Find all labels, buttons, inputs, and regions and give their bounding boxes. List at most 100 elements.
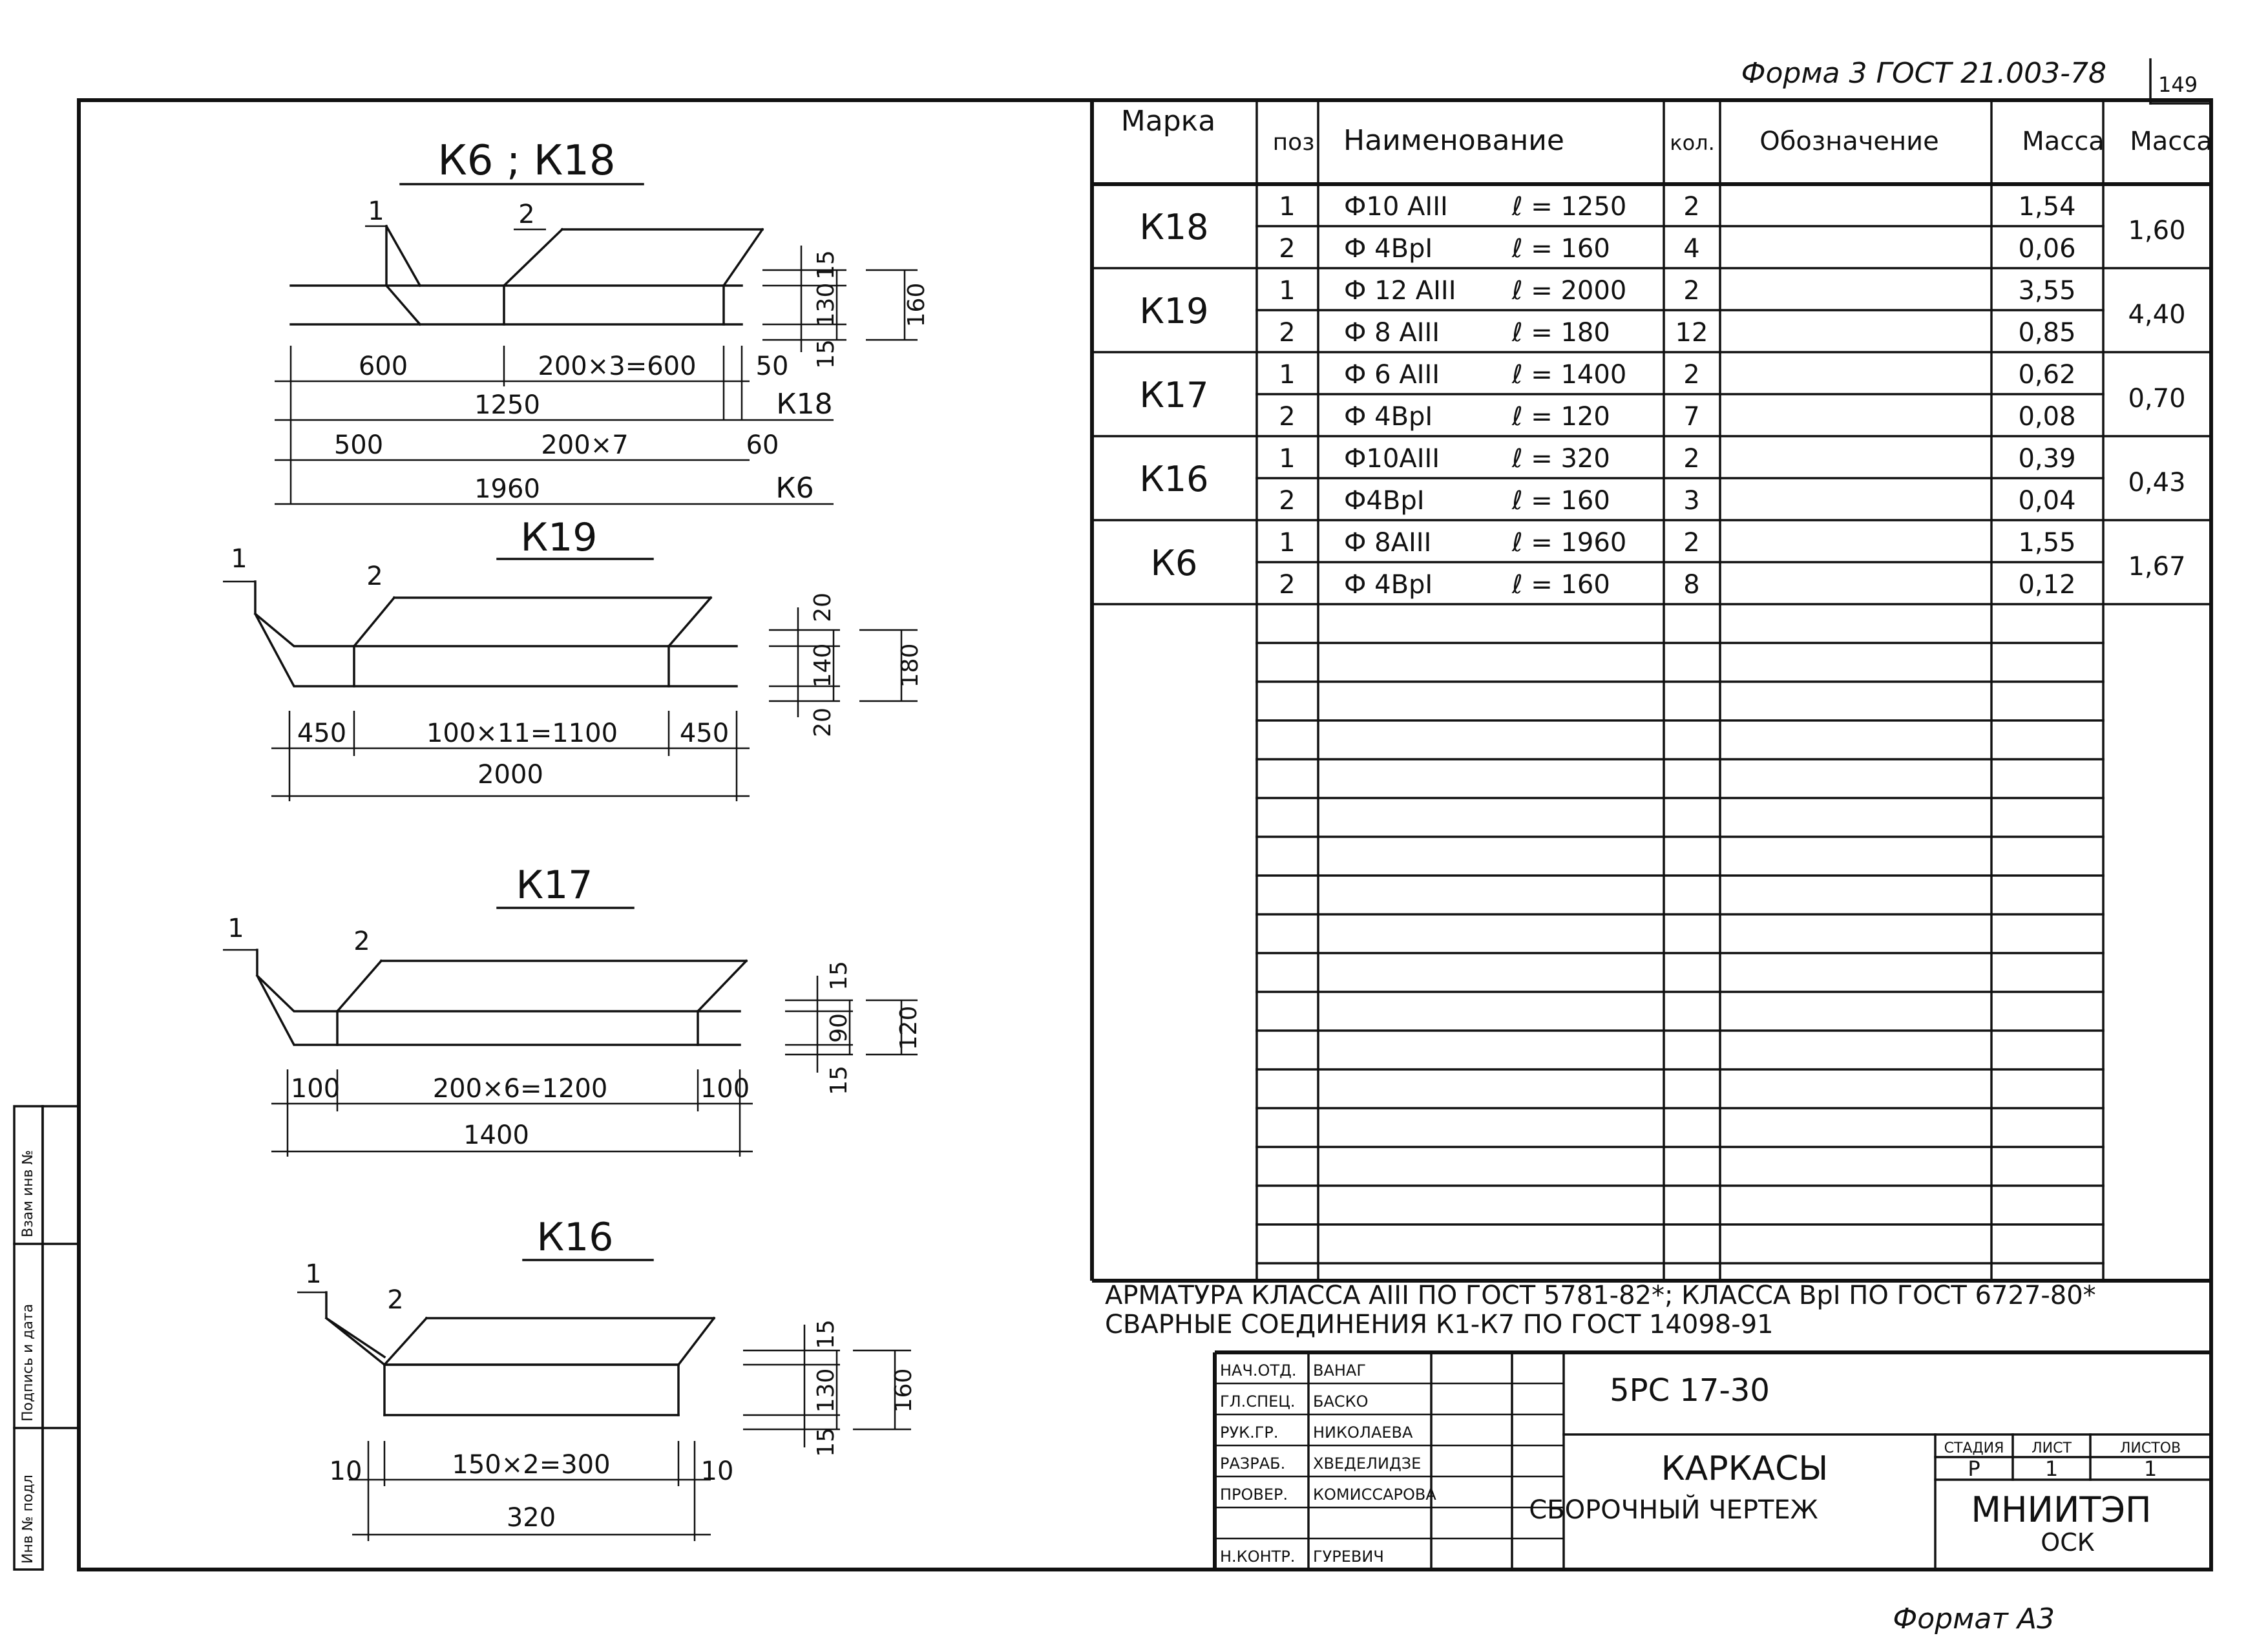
spec-qty: 4 bbox=[1683, 234, 1699, 264]
spec-pos: 2 bbox=[1279, 486, 1295, 516]
spec-length: ℓ = 1960 bbox=[1511, 528, 1626, 558]
spec-mass: 3,55 bbox=[2018, 276, 2075, 306]
dim-total: 1960 bbox=[474, 474, 540, 504]
spec-name: Ф 6 АIII bbox=[1344, 360, 1440, 390]
sheets-value: 1 bbox=[2144, 1456, 2157, 1481]
spec-qty: 8 bbox=[1683, 570, 1699, 600]
dim-v: 20 bbox=[810, 593, 836, 622]
drawing-title: К17 bbox=[516, 863, 593, 908]
spec-name: Ф10 АIII bbox=[1344, 192, 1448, 222]
drawing-title: К16 bbox=[537, 1215, 614, 1260]
dim-total: 1400 bbox=[463, 1120, 529, 1150]
spec-qty: 3 bbox=[1683, 486, 1699, 516]
spec-name: Ф10АIII bbox=[1344, 444, 1440, 474]
person-name: ВАНАГ bbox=[1313, 1361, 1366, 1380]
spec-qty: 2 bbox=[1683, 360, 1699, 390]
dim-v: 20 bbox=[810, 708, 836, 737]
pos-1-label: 1 bbox=[227, 914, 244, 943]
pos-1-label: 1 bbox=[368, 196, 384, 226]
person-name: НИКОЛАЕВА bbox=[1313, 1423, 1413, 1442]
dim-h: 450 bbox=[297, 719, 346, 748]
spec-qty: 2 bbox=[1683, 276, 1699, 306]
person-role: РУК.ГР. bbox=[1220, 1423, 1279, 1442]
col-header-designation: Обозначение bbox=[1759, 127, 1939, 156]
person-role: ПРОВЕР. bbox=[1220, 1486, 1288, 1504]
dim-h: 60 bbox=[746, 430, 779, 460]
person-role: РАЗРАБ. bbox=[1220, 1455, 1285, 1473]
spec-mark: К16 bbox=[1139, 459, 1208, 499]
spec-length: ℓ = 180 bbox=[1511, 318, 1610, 348]
pos-2-label: 2 bbox=[387, 1285, 403, 1315]
spec-mark: К18 bbox=[1139, 207, 1208, 247]
spec-pos: 2 bbox=[1279, 318, 1295, 348]
person-name: КОМИССАРОВА bbox=[1313, 1486, 1436, 1504]
spec-length: ℓ = 1250 bbox=[1511, 192, 1626, 222]
form-note: Форма 3 ГОСТ 21.003-78 bbox=[1741, 57, 2106, 90]
spec-name: Ф4ВрI bbox=[1344, 486, 1425, 516]
col-header-qty: кол. bbox=[1670, 131, 1715, 155]
drawing-title: К19 bbox=[521, 515, 598, 560]
dim-h: 10 bbox=[701, 1456, 734, 1486]
spec-pos: 1 bbox=[1279, 444, 1295, 474]
pos-2-label: 2 bbox=[518, 200, 534, 229]
stage-value: Р bbox=[1968, 1456, 1980, 1481]
format-note: Формат А3 bbox=[1893, 1602, 2055, 1635]
document-code: 5РС 17-30 bbox=[1610, 1372, 1770, 1409]
spec-length: ℓ = 2000 bbox=[1511, 276, 1626, 306]
dim-h: 600 bbox=[359, 352, 408, 381]
spec-mass-total: 1,60 bbox=[2128, 216, 2185, 246]
dim-total: 2000 bbox=[478, 760, 543, 790]
spec-mass: 0,06 bbox=[2018, 234, 2075, 264]
drawing-k6-k18: К6 ; К18 1 2 15 130 15 160 600 bbox=[275, 137, 930, 505]
mark-label: К6 bbox=[775, 472, 814, 505]
spec-qty: 12 bbox=[1675, 318, 1708, 348]
stamp-inv-podl: Инв № подл bbox=[20, 1475, 36, 1564]
note-welds: СВАРНЫЕ СОЕДИНЕНИЯ К1-К7 ПО ГОСТ 14098-9… bbox=[1105, 1310, 1774, 1339]
spec-length: ℓ = 160 bbox=[1511, 570, 1610, 600]
dim-h: 450 bbox=[680, 719, 729, 748]
spec-mark: К6 bbox=[1151, 543, 1198, 583]
dim-v: 160 bbox=[903, 283, 930, 328]
col-header-name: Наименование bbox=[1343, 124, 1564, 157]
spec-name: Ф 8 АIII bbox=[1344, 318, 1440, 348]
spec-mass: 0,04 bbox=[2018, 486, 2075, 516]
spec-pos: 2 bbox=[1279, 570, 1295, 600]
sheet-number: 149 bbox=[2158, 72, 2198, 97]
dim-v: 130 bbox=[813, 283, 839, 328]
side-stamp: Инв № подл Подпись и дата Взам инв № bbox=[13, 1105, 80, 1571]
dim-h: 200×6=1200 bbox=[433, 1074, 608, 1104]
sheets-label: ЛИСТОВ bbox=[2120, 1440, 2181, 1456]
stamp-signature-date: Подпись и дата bbox=[20, 1304, 36, 1422]
dim-total: 1250 bbox=[474, 390, 540, 420]
spec-qty: 2 bbox=[1683, 192, 1699, 222]
stamp-vzam-inv: Взам инв № bbox=[20, 1150, 36, 1237]
spec-mass-total: 1,67 bbox=[2128, 552, 2185, 582]
person-role: Н.КОНТР. bbox=[1220, 1548, 1295, 1566]
spec-mass: 0,12 bbox=[2018, 570, 2075, 600]
spec-pos: 1 bbox=[1279, 528, 1295, 558]
spec-pos: 2 bbox=[1279, 402, 1295, 432]
spec-pos: 1 bbox=[1279, 192, 1295, 222]
spec-length: ℓ = 160 bbox=[1511, 486, 1610, 516]
spec-length: ℓ = 120 bbox=[1511, 402, 1610, 432]
dim-h: 10 bbox=[330, 1456, 362, 1486]
mark-label: К18 bbox=[776, 388, 832, 421]
col-header-mark: Марка bbox=[1121, 105, 1215, 138]
spec-length: ℓ = 1400 bbox=[1511, 360, 1626, 390]
org-dept: ОСК bbox=[2041, 1528, 2094, 1557]
spec-pos: 2 bbox=[1279, 234, 1295, 264]
dim-v: 120 bbox=[896, 1006, 922, 1051]
note-reinforcement: АРМАТУРА КЛАССА АIII ПО ГОСТ 5781-82*; К… bbox=[1105, 1281, 2096, 1310]
person-role: ГЛ.СПЕЦ. bbox=[1220, 1392, 1296, 1411]
dim-v: 90 bbox=[826, 1013, 852, 1043]
document-subtitle: СБОРОЧНЫЙ ЧЕРТЕЖ bbox=[1529, 1494, 1818, 1525]
spec-mass: 1,55 bbox=[2018, 528, 2075, 558]
spec-qty: 2 bbox=[1683, 528, 1699, 558]
dim-h: 150×2=300 bbox=[452, 1450, 610, 1480]
spec-length: ℓ = 160 bbox=[1511, 234, 1610, 264]
dim-v: 130 bbox=[813, 1369, 839, 1413]
dim-h: 500 bbox=[334, 430, 383, 460]
dim-h: 100×11=1100 bbox=[426, 719, 618, 748]
org-name: МНИИТЭП bbox=[1971, 1489, 2151, 1530]
drawing-k16: К16 1 2 15 130 15 160 10 150×2=300 bbox=[297, 1215, 917, 1541]
